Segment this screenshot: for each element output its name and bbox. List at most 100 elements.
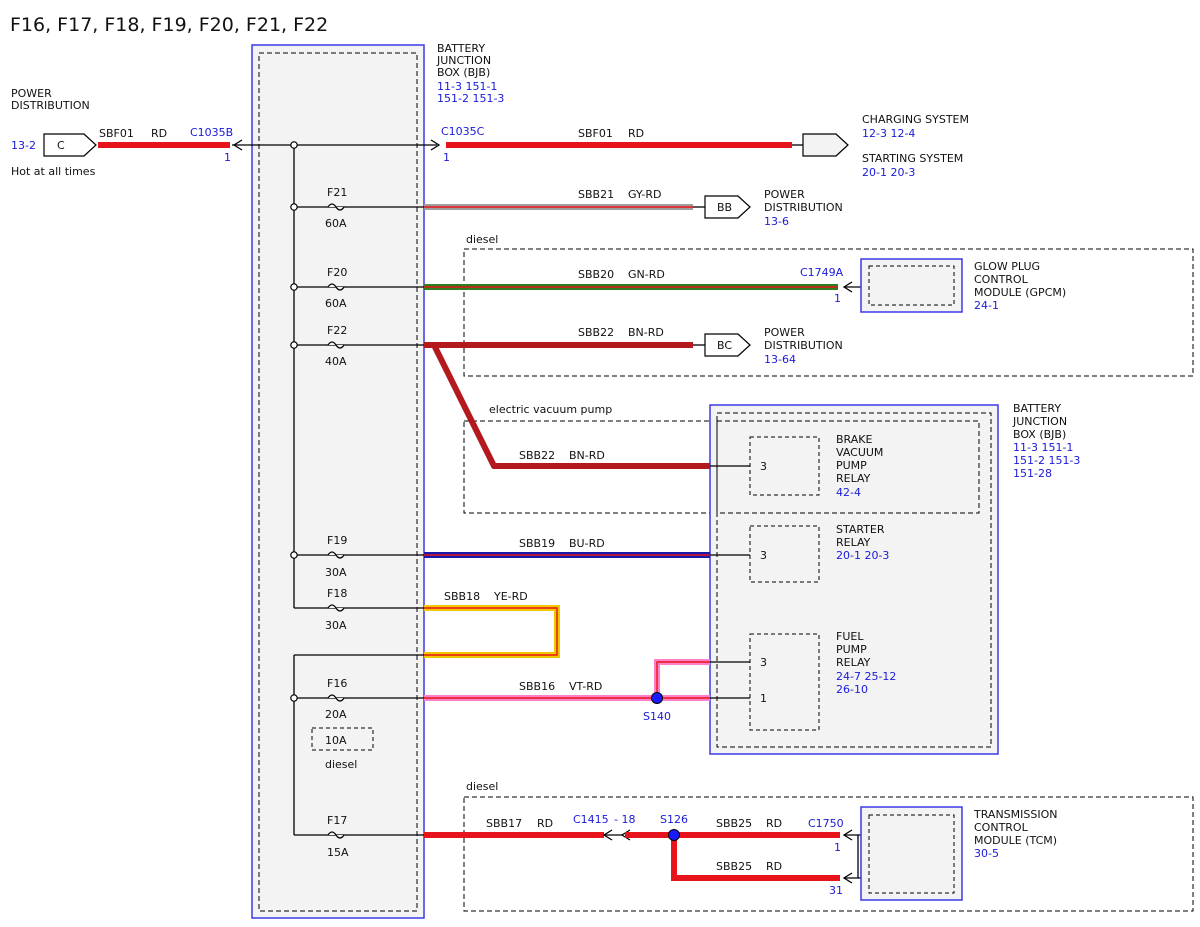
sbf01-left-color: RD bbox=[151, 127, 167, 140]
fuse-f22-id: F22 bbox=[327, 324, 347, 337]
svg-text:BATTERY: BATTERY bbox=[437, 42, 485, 55]
connector-bb-icon bbox=[704, 195, 751, 219]
connector-bc-icon bbox=[704, 333, 751, 357]
svg-text:POWER: POWER bbox=[764, 326, 805, 339]
brake-relay-box bbox=[749, 436, 820, 496]
fuse-f19-rating: 30A bbox=[325, 566, 347, 579]
svg-text:42-4: 42-4 bbox=[836, 486, 861, 499]
sbb21-color: GY-RD bbox=[628, 188, 661, 201]
gpcm-label: GLOW PLUG CONTROL MODULE (GPCM) 24-1 bbox=[974, 260, 1066, 312]
bjb-right-inner bbox=[716, 412, 992, 748]
conn-c1749a-pin: 1 bbox=[834, 292, 841, 305]
connector-c-icon bbox=[43, 133, 97, 157]
tcm-box bbox=[860, 806, 963, 901]
charging-connector-icon bbox=[802, 133, 849, 157]
svg-text:MODULE (TCM): MODULE (TCM) bbox=[974, 834, 1057, 847]
power-distribution-bb-label: POWER DISTRIBUTION 13-6 bbox=[764, 188, 843, 228]
splice-s140-label: S140 bbox=[643, 710, 671, 723]
wire-sbb18 bbox=[424, 605, 560, 658]
tcm-inner bbox=[868, 814, 955, 894]
alt-fuse-rating: 10A bbox=[325, 734, 347, 747]
svg-text:FUEL: FUEL bbox=[836, 630, 864, 643]
svg-text:CONTROL: CONTROL bbox=[974, 821, 1029, 834]
svg-text:POWER: POWER bbox=[11, 87, 52, 100]
fuse-f16-rating: 20A bbox=[325, 708, 347, 721]
svg-text:RELAY: RELAY bbox=[836, 656, 871, 669]
svg-text:CONTROL: CONTROL bbox=[974, 273, 1029, 286]
bus-junctions bbox=[290, 141, 298, 702]
sbb16-circuit: SBB16 bbox=[519, 680, 555, 693]
svg-text:11-3 151-1: 11-3 151-1 bbox=[1013, 441, 1073, 454]
svg-text:BOX (BJB): BOX (BJB) bbox=[437, 66, 490, 79]
arrow-left-icon bbox=[232, 139, 243, 151]
sbb20-circuit: SBB20 bbox=[578, 268, 614, 281]
fuse-f19-id: F19 bbox=[327, 534, 347, 547]
arrow-right-icon bbox=[430, 139, 441, 151]
svg-text:12-3 12-4: 12-3 12-4 bbox=[862, 127, 915, 140]
conn-c1035b-pin: 1 bbox=[224, 151, 231, 164]
sbf01-right-color: RD bbox=[628, 127, 644, 140]
starter-relay-pin: 3 bbox=[760, 549, 767, 562]
sbb16-color: VT-RD bbox=[569, 680, 602, 693]
svg-text:MODULE (GPCM): MODULE (GPCM) bbox=[974, 286, 1066, 299]
svg-text:13-64: 13-64 bbox=[764, 353, 796, 366]
fuel-relay-pin-3: 3 bbox=[760, 656, 767, 669]
fuse-f17-rating: 15A bbox=[327, 846, 349, 859]
evp-label: electric vacuum pump bbox=[489, 403, 612, 416]
svg-text:DISTRIBUTION: DISTRIBUTION bbox=[11, 99, 90, 112]
fuse-f21-rating: 60A bbox=[325, 217, 347, 230]
fuse-symbols bbox=[327, 203, 345, 839]
diesel-bottom-label: diesel bbox=[466, 780, 498, 793]
sbb25-top-color: RD bbox=[766, 817, 782, 830]
fuse-f20-rating: 60A bbox=[325, 297, 347, 310]
diesel-top-box bbox=[463, 248, 1194, 377]
power-distribution-left: POWER DISTRIBUTION 13-2 Hot at all times bbox=[11, 87, 96, 178]
svg-text:30-5: 30-5 bbox=[974, 847, 999, 860]
splice-s126-label: S126 bbox=[660, 813, 688, 826]
svg-text:24-1: 24-1 bbox=[974, 299, 999, 312]
svg-text:BRAKE: BRAKE bbox=[836, 433, 872, 446]
sbb22-bc-color: BN-RD bbox=[628, 326, 664, 339]
svg-text:11-3 151-1: 11-3 151-1 bbox=[437, 80, 497, 93]
sbb18-color: YE-RD bbox=[493, 590, 528, 603]
svg-text:STARTER: STARTER bbox=[836, 523, 885, 536]
sbb22-bc-circuit: SBB22 bbox=[578, 326, 614, 339]
splice-s126-icon bbox=[668, 829, 680, 841]
sbf01-right-circuit: SBF01 bbox=[578, 127, 613, 140]
svg-text:POWER: POWER bbox=[764, 188, 805, 201]
sbb19-circuit: SBB19 bbox=[519, 537, 555, 550]
sbb18-circuit: SBB18 bbox=[444, 590, 480, 603]
fuse-f16-id: F16 bbox=[327, 677, 347, 690]
svg-text:VACUUM: VACUUM bbox=[836, 446, 883, 459]
sbb21-circuit: SBB21 bbox=[578, 188, 614, 201]
sbb25-bottom-circuit: SBB25 bbox=[716, 860, 752, 873]
fuel-relay-box bbox=[749, 633, 820, 731]
fuse-f17-id: F17 bbox=[327, 814, 347, 827]
fuse-f18-rating: 30A bbox=[325, 619, 347, 632]
conn-c1750-pin31: 31 bbox=[829, 884, 843, 897]
conn-c1035b: C1035B bbox=[190, 126, 233, 139]
svg-text:151-2 151-3: 151-2 151-3 bbox=[437, 92, 504, 105]
fuse-f18-id: F18 bbox=[327, 587, 347, 600]
conn-c1415-pin: - 18 bbox=[614, 813, 635, 826]
sbb17-color: RD bbox=[537, 817, 553, 830]
tcm-label: TRANSMISSION CONTROL MODULE (TCM) 30-5 bbox=[973, 808, 1057, 860]
sbb17-circuit: SBB17 bbox=[486, 817, 522, 830]
svg-text:26-10: 26-10 bbox=[836, 683, 868, 696]
fuel-relay-label: FUEL PUMP RELAY 24-7 25-12 26-10 bbox=[836, 630, 896, 696]
bjb-right-box bbox=[709, 404, 999, 755]
svg-text:151-2 151-3: 151-2 151-3 bbox=[1013, 454, 1080, 467]
svg-text:Hot at all times: Hot at all times bbox=[11, 165, 96, 178]
bjb-main-box bbox=[251, 44, 425, 919]
svg-text:BATTERY: BATTERY bbox=[1013, 402, 1061, 415]
svg-text:BOX (BJB): BOX (BJB) bbox=[1013, 428, 1066, 441]
sbb25-top-circuit: SBB25 bbox=[716, 817, 752, 830]
svg-text:24-7 25-12: 24-7 25-12 bbox=[836, 670, 896, 683]
svg-text:13-6: 13-6 bbox=[764, 215, 789, 228]
diesel-bottom-box bbox=[463, 796, 1194, 912]
diagram-title: F16, F17, F18, F19, F20, F21, F22 bbox=[10, 14, 328, 36]
splice-s140-icon bbox=[651, 692, 663, 704]
connector-bc-label: BC bbox=[717, 339, 732, 352]
conn-c1750: C1750 bbox=[808, 817, 844, 830]
